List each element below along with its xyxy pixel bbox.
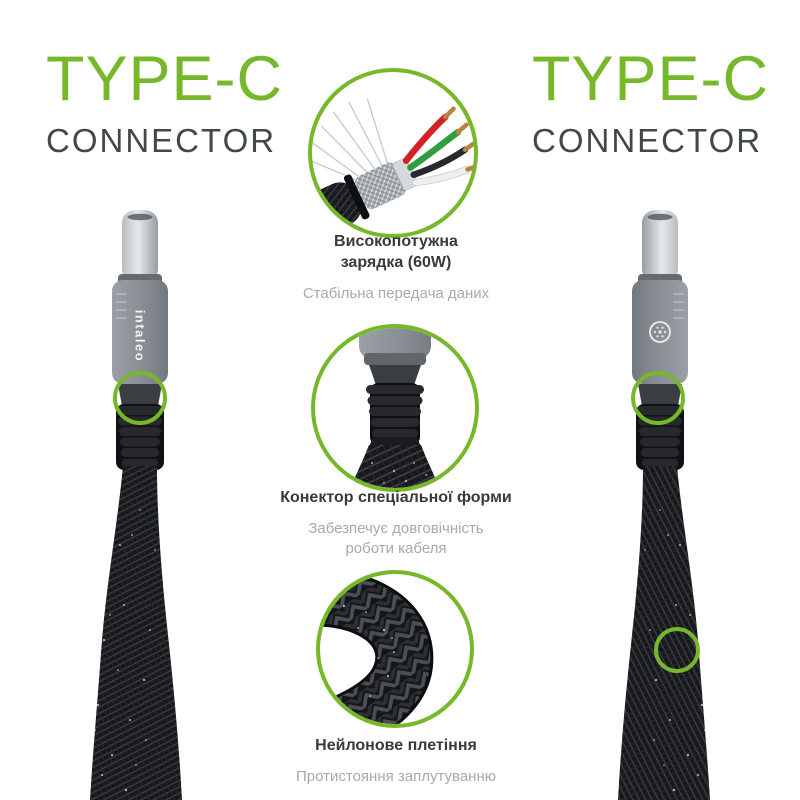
inner-wires bbox=[402, 106, 476, 187]
right-cable-photo bbox=[618, 210, 710, 800]
header-left: TYPE-C CONNECTOR bbox=[46, 44, 284, 159]
foil-layer bbox=[392, 158, 418, 191]
green-ring-top bbox=[308, 68, 478, 238]
plug-tip-left bbox=[122, 210, 158, 282]
feature-connector-title: Конектор спеціальної форми bbox=[280, 489, 512, 506]
wire-green bbox=[407, 128, 462, 171]
highlight-ring-braid bbox=[654, 627, 700, 673]
braided-cable-left bbox=[90, 466, 182, 800]
highlight-ring-left-connector bbox=[113, 371, 167, 425]
body-grooves bbox=[116, 293, 127, 319]
plug-tip-right bbox=[642, 210, 678, 282]
usb-c-connector-right bbox=[618, 210, 710, 800]
usb-c-connector-left: intaleo bbox=[90, 210, 182, 800]
feature-charging-title: Високопотужна зарядка (60W) bbox=[334, 233, 458, 272]
highlight-ring-right-connector bbox=[631, 371, 685, 425]
connector-body-left bbox=[112, 280, 168, 384]
detail-circle-strain-relief bbox=[311, 324, 479, 492]
green-ring-bottom bbox=[316, 570, 474, 728]
feature-braid-subtitle: Протистояння заплутуванню bbox=[295, 768, 496, 786]
braided-shield bbox=[355, 162, 406, 210]
green-ring-mid bbox=[311, 324, 479, 492]
connector-body-closeup bbox=[359, 328, 431, 359]
header-right: TYPE-C CONNECTOR bbox=[532, 44, 770, 159]
feature-charging: Високопотужна зарядка (60W) Стабільна пе… bbox=[283, 231, 509, 304]
feature-connector-shape: Конектор спеціальної форми Забезпечує до… bbox=[266, 487, 526, 560]
detail-circle-wires bbox=[308, 68, 478, 238]
feature-charging-subtitle: Стабільна передача даних bbox=[302, 285, 490, 303]
detail-circle-braid bbox=[316, 570, 474, 728]
header-left-subtitle: CONNECTOR bbox=[46, 122, 277, 159]
feature-braid-title: Нейлонове плетіння bbox=[315, 737, 477, 754]
header-left-title: TYPE-C bbox=[46, 44, 284, 114]
header-right-subtitle: CONNECTOR bbox=[532, 122, 763, 159]
wire-white bbox=[413, 166, 471, 186]
wire-red bbox=[402, 113, 449, 164]
brand-text: intaleo bbox=[133, 310, 148, 362]
feature-connector-subtitle: Забезпечує довговічність роботи кабеля bbox=[308, 520, 484, 558]
feature-braid: Нейлонове плетіння Протистояння заплутув… bbox=[271, 735, 521, 787]
plug-opening bbox=[127, 213, 153, 221]
strain-relief-ribs-closeup bbox=[366, 385, 424, 438]
wire-black bbox=[410, 146, 469, 179]
left-cable-photo: intaleo bbox=[90, 210, 182, 800]
header-right-title: TYPE-C bbox=[532, 44, 770, 114]
brand-logo-icon bbox=[649, 321, 671, 343]
